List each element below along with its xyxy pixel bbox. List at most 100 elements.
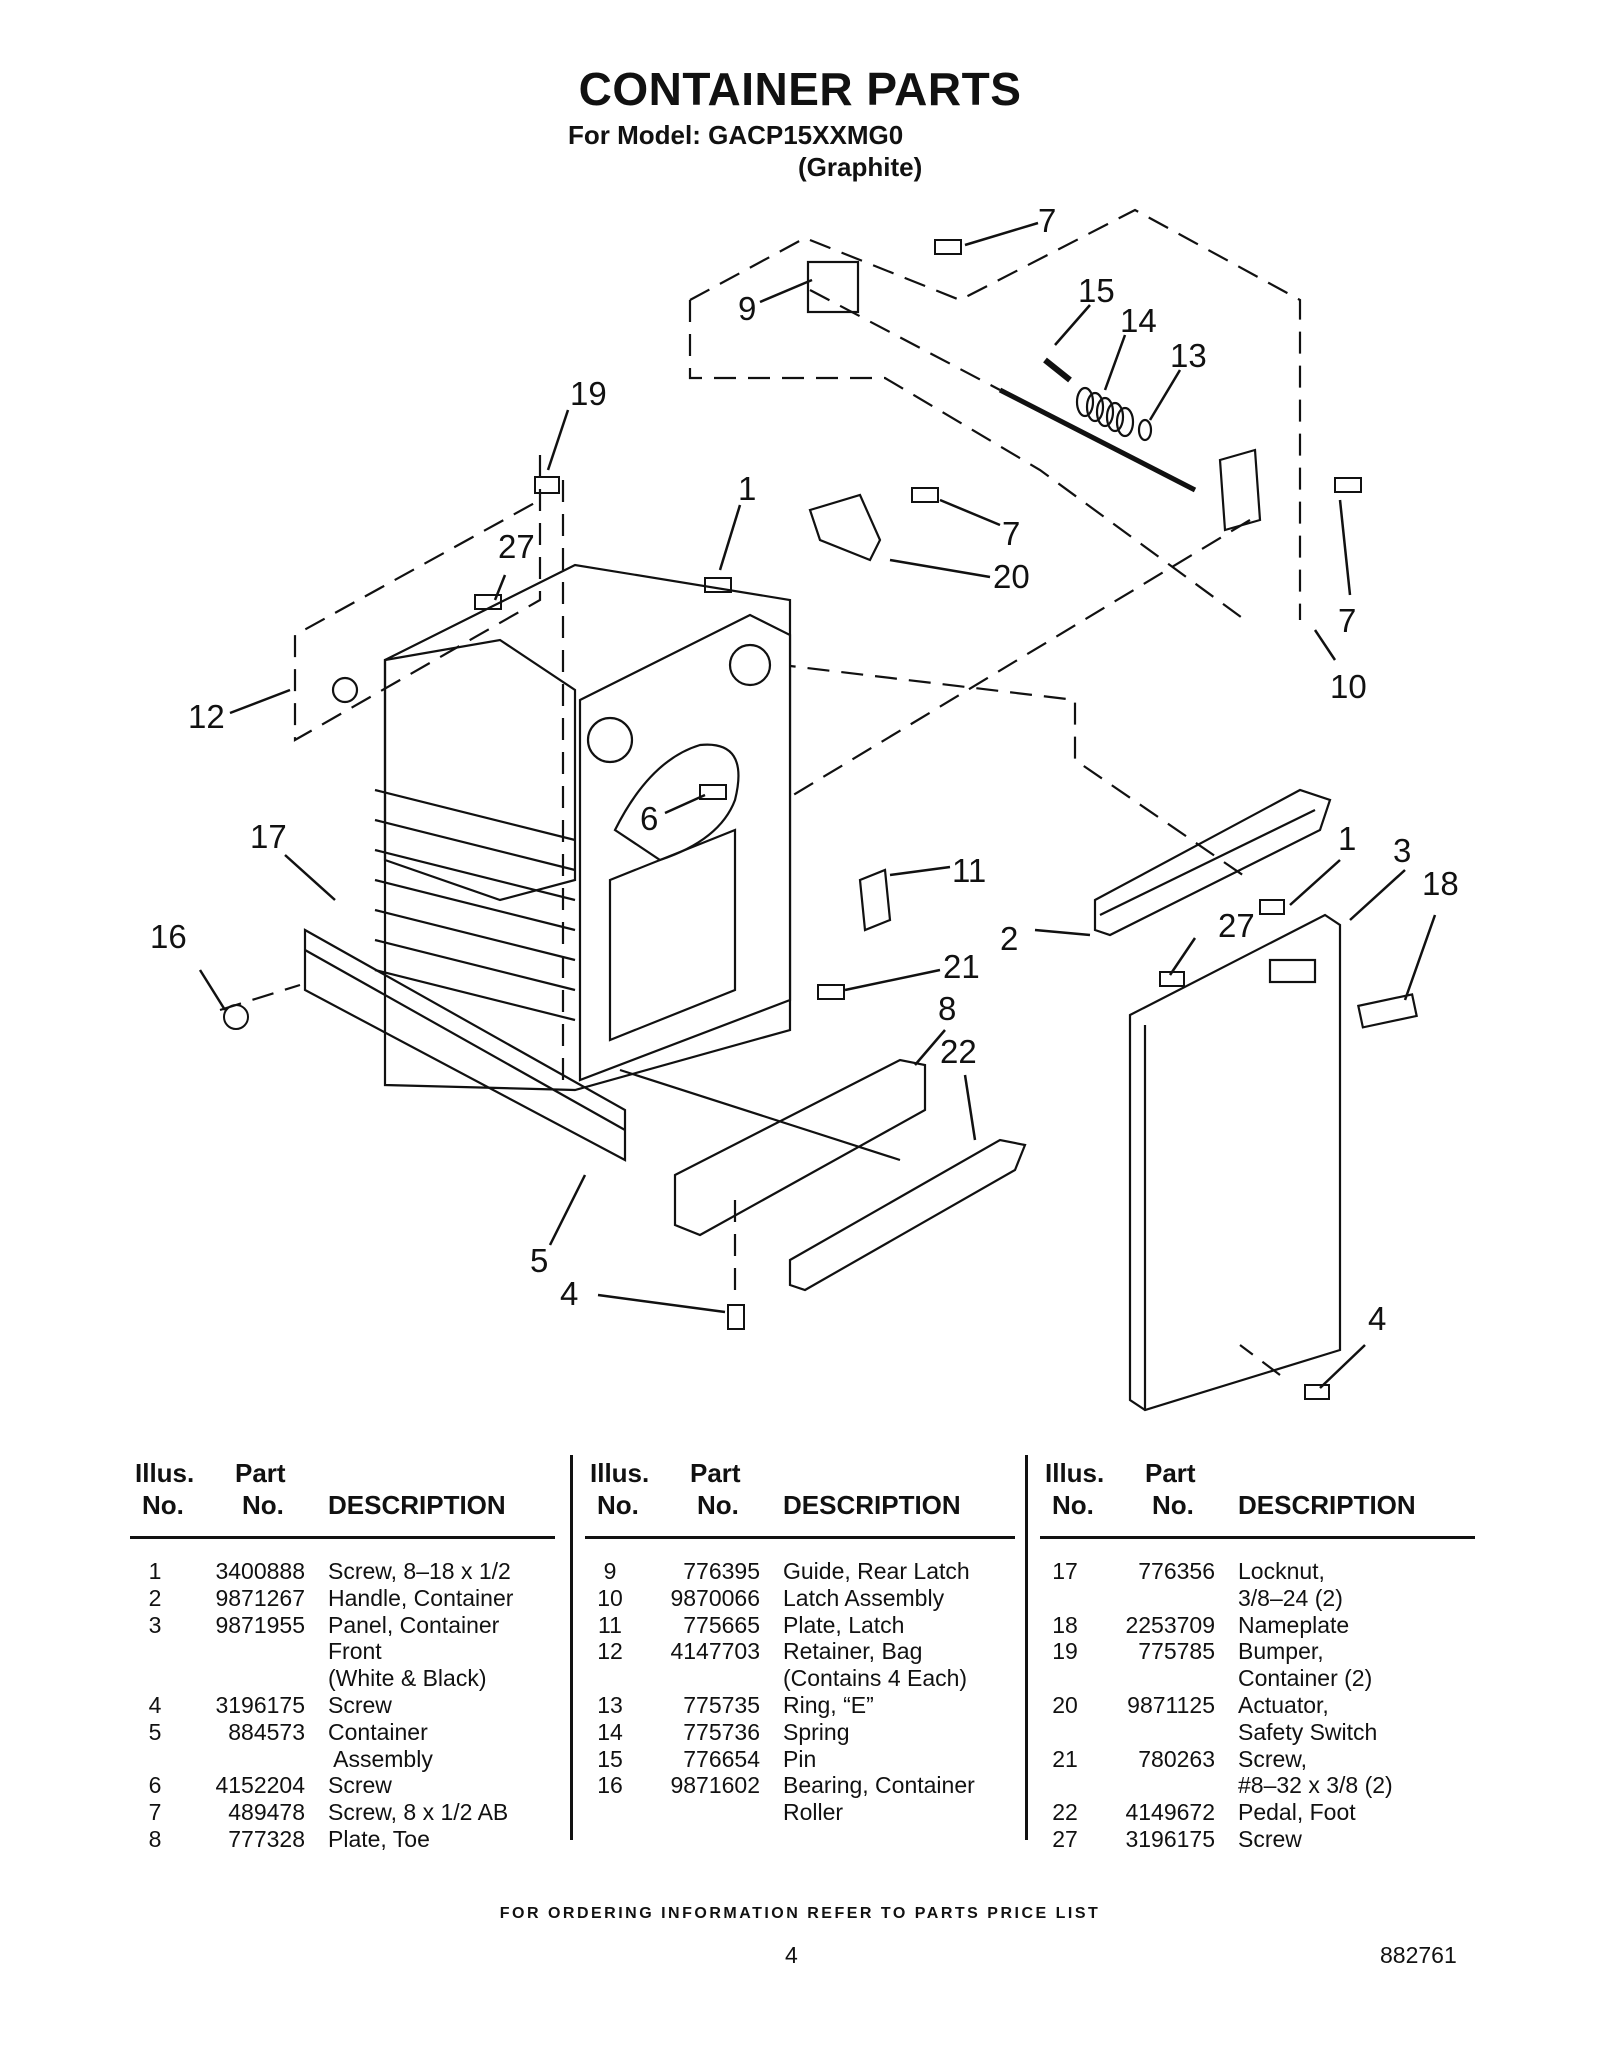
spring xyxy=(1075,386,1153,442)
container-assembly-outline xyxy=(383,563,792,1092)
part-number: 775735 xyxy=(683,1692,760,1718)
callout-label: 7 xyxy=(1002,515,1020,552)
callout-label: 17 xyxy=(250,818,287,855)
callout-label: 3 xyxy=(1393,832,1411,869)
part-description: (Contains 4 Each) xyxy=(783,1665,968,1692)
callout-label: 11 xyxy=(952,852,986,889)
dashed-leader-lines xyxy=(219,208,1302,1376)
callout-label: 16 xyxy=(150,918,187,955)
header-illus: Illus. xyxy=(1045,1458,1105,1488)
part-description: Nameplate xyxy=(1238,1611,1350,1638)
part-description: Roller xyxy=(783,1799,844,1826)
part-number: 776654 xyxy=(683,1745,760,1772)
illus-number: 19 xyxy=(1052,1638,1078,1665)
part-description: Screw xyxy=(328,1692,392,1718)
part-number: 2253709 xyxy=(1125,1611,1215,1638)
callout-label: 6 xyxy=(640,800,658,837)
header-part-no: No. xyxy=(1152,1490,1194,1520)
header-description: DESCRIPTION xyxy=(328,1490,506,1520)
part-description: Plate, Latch xyxy=(783,1611,905,1638)
part-description: Screw xyxy=(328,1772,392,1799)
part-description: 3/8–24 (2) xyxy=(1238,1584,1343,1611)
part-description: Ring, “E” xyxy=(783,1692,874,1718)
header-rule xyxy=(1040,1536,1475,1539)
part-description: (White & Black) xyxy=(328,1665,487,1692)
header-illus-no: No. xyxy=(1052,1490,1094,1520)
callout-label: 27 xyxy=(498,528,535,565)
part-number: 3196175 xyxy=(215,1692,305,1718)
foot-pedal xyxy=(788,1138,1027,1292)
bag-retainer xyxy=(331,676,359,704)
latch-assembly xyxy=(806,260,1262,532)
part-number: 777328 xyxy=(228,1826,305,1852)
column-divider xyxy=(1025,1455,1028,1840)
callout-label: 14 xyxy=(1120,302,1157,339)
header-description: DESCRIPTION xyxy=(1238,1490,1416,1520)
part-description: Pedal, Foot xyxy=(1238,1799,1356,1826)
part-description: Spring xyxy=(783,1718,850,1745)
part-number: 4147703 xyxy=(670,1638,760,1665)
illus-number: 14 xyxy=(597,1718,623,1745)
callout-label: 4 xyxy=(1368,1300,1386,1337)
part-description: Container xyxy=(328,1718,428,1745)
callout-label: 18 xyxy=(1422,865,1459,902)
illus-number: 4 xyxy=(148,1692,162,1718)
callout-label: 1 xyxy=(738,470,756,507)
container-handle xyxy=(1093,788,1332,937)
callout-label: 13 xyxy=(1170,337,1207,374)
illus-number: 21 xyxy=(1052,1745,1078,1772)
header-part-no: No. xyxy=(697,1490,739,1520)
illus-number: 2 xyxy=(148,1584,162,1611)
part-description: Screw, xyxy=(1238,1745,1308,1772)
part-description: Front xyxy=(328,1638,382,1665)
part-number: 775665 xyxy=(683,1611,760,1638)
part-number: 9871125 xyxy=(1127,1692,1215,1718)
exploded-parts-diagram: 7 9 15 14 13 19 1 7 27 20 12 7 10 6 17 1… xyxy=(150,202,1459,1412)
latch-plate xyxy=(858,868,892,932)
illus-number: 11 xyxy=(598,1611,622,1638)
part-description: Bearing, Container xyxy=(783,1772,975,1799)
part-description: Locknut, xyxy=(1238,1558,1325,1584)
part-description: #8–32 x 3/8 (2) xyxy=(1238,1772,1393,1799)
part-description: Container (2) xyxy=(1238,1665,1373,1692)
part-description: Safety Switch xyxy=(1238,1718,1378,1745)
illus-number: 9 xyxy=(603,1558,617,1584)
callout-label: 9 xyxy=(738,290,756,327)
header-part: Part xyxy=(690,1458,741,1488)
part-number: 9871602 xyxy=(670,1772,760,1799)
part-description: Pin xyxy=(783,1745,817,1772)
container-ribs xyxy=(374,788,576,1022)
illus-number: 5 xyxy=(148,1718,162,1745)
part-description: Handle, Container xyxy=(328,1584,514,1611)
part-number: 775736 xyxy=(683,1718,760,1745)
illus-number: 3 xyxy=(148,1611,162,1638)
part-description: Screw, 8 x 1/2 AB xyxy=(328,1799,509,1826)
callout-label: 20 xyxy=(993,558,1030,595)
part-description: Plate, Toe xyxy=(328,1826,430,1852)
part-number: 4152204 xyxy=(215,1772,305,1799)
part-description: Assembly xyxy=(328,1745,433,1772)
document-number: 882761 xyxy=(1380,1942,1457,1968)
illus-number: 8 xyxy=(148,1826,162,1852)
part-description: Screw xyxy=(1238,1826,1302,1852)
callout-label: 21 xyxy=(943,948,980,985)
nameplate xyxy=(1356,993,1418,1029)
base-rail xyxy=(303,928,627,1162)
illus-number: 17 xyxy=(1052,1558,1078,1584)
part-number: 776395 xyxy=(683,1558,760,1584)
part-number: 3196175 xyxy=(1125,1826,1215,1852)
callout-label: 10 xyxy=(1330,668,1367,705)
part-number: 4149672 xyxy=(1125,1799,1215,1826)
callout-label: 7 xyxy=(1338,602,1356,639)
part-number: 776356 xyxy=(1138,1558,1215,1584)
illus-number: 27 xyxy=(1052,1826,1078,1852)
part-description: Latch Assembly xyxy=(783,1584,945,1611)
part-description: Retainer, Bag xyxy=(783,1638,923,1665)
part-number: 780263 xyxy=(1138,1745,1215,1772)
illus-number: 16 xyxy=(597,1772,623,1799)
illus-number: 6 xyxy=(148,1772,162,1799)
illus-number: 12 xyxy=(597,1638,623,1665)
